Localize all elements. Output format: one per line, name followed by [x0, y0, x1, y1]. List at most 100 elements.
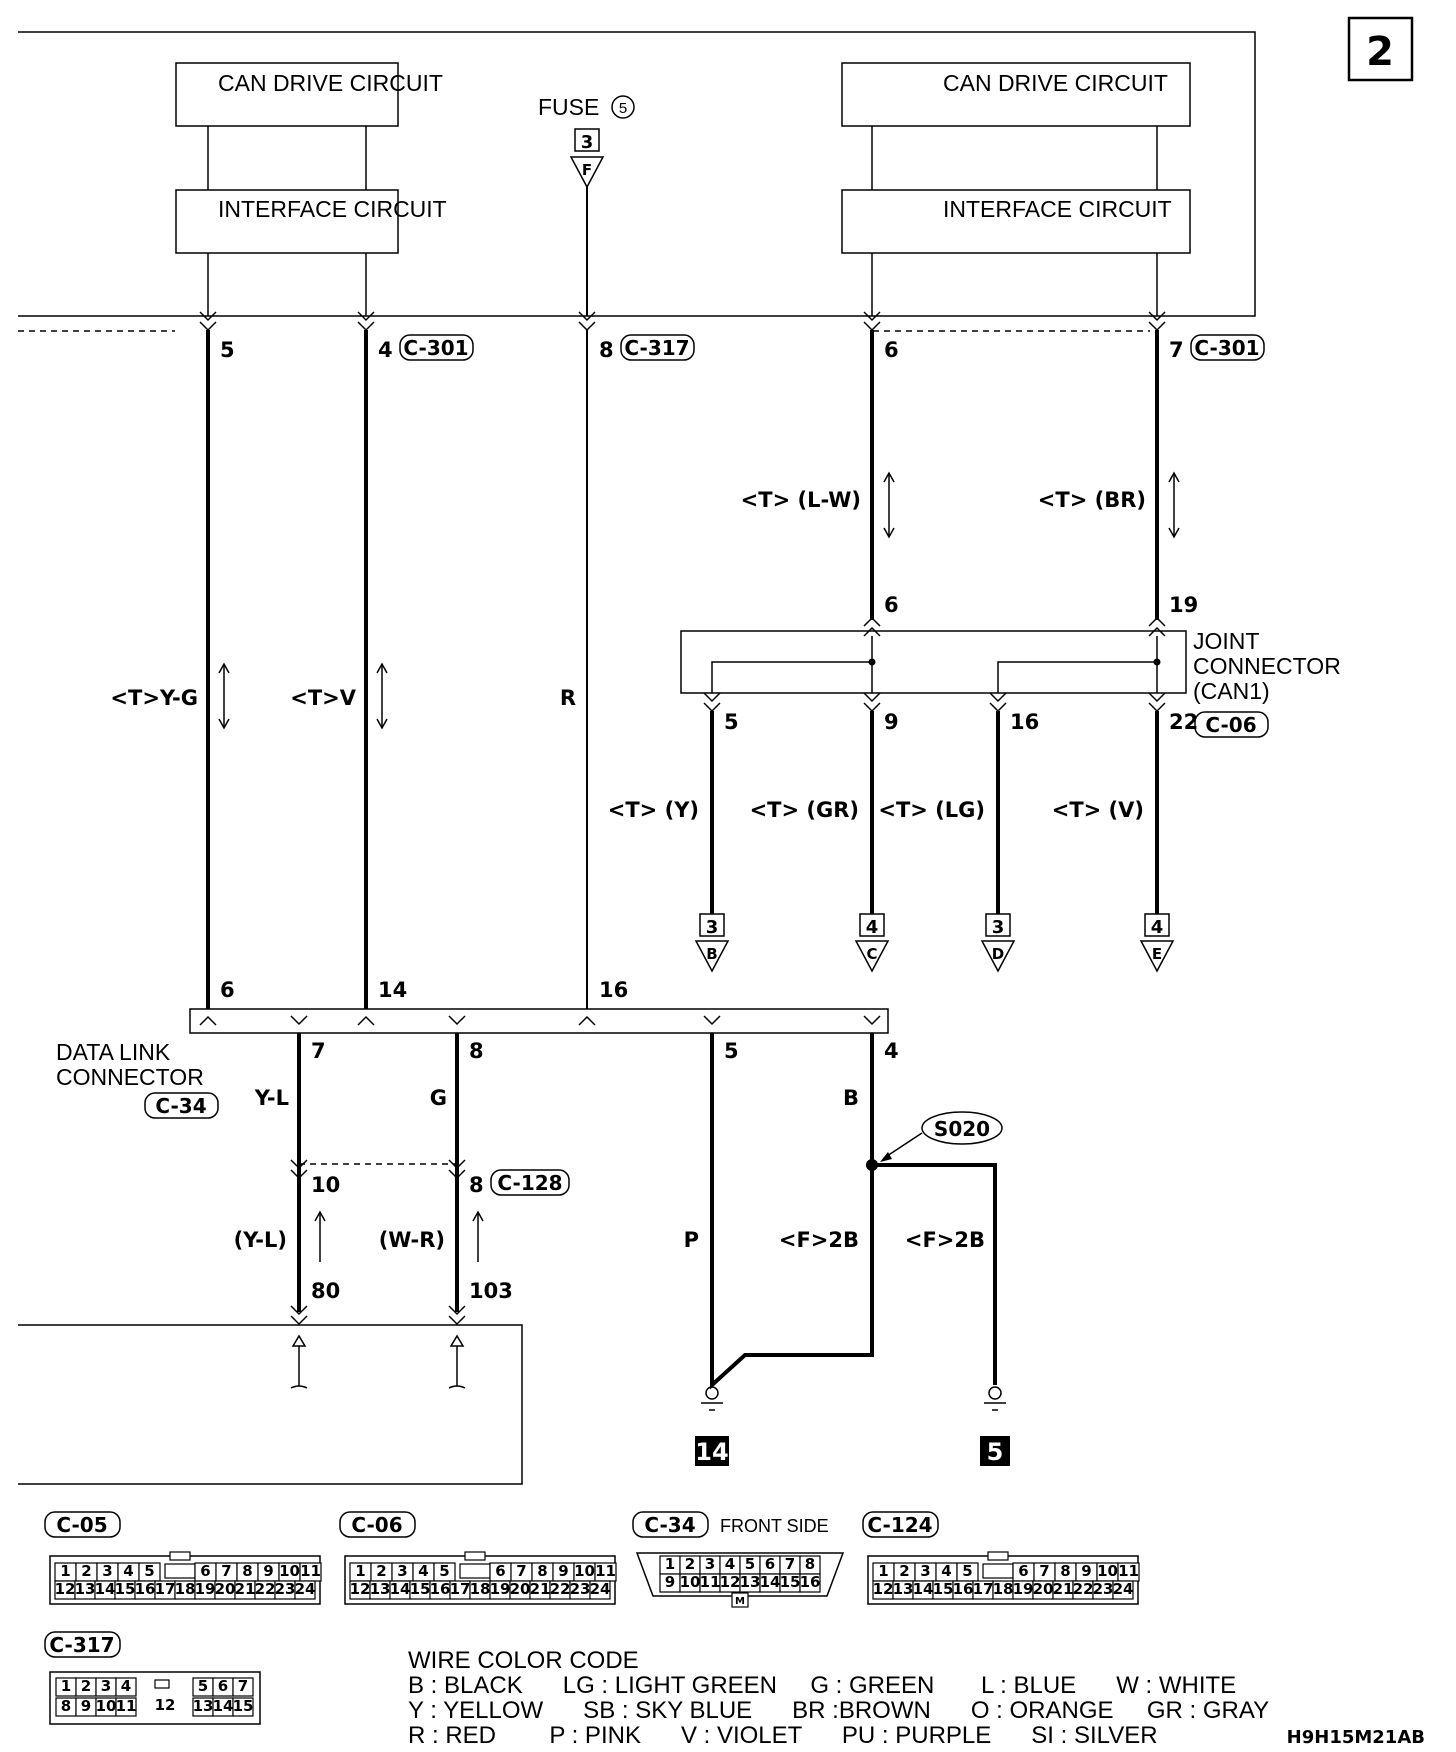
c-06-face-top-pin: 8	[537, 1562, 547, 1580]
wire-label-br: <T> (BR)	[1038, 488, 1146, 512]
c-317-face-top-left-pin: 1	[61, 1677, 71, 1695]
c-06-face-top-pin: 9	[558, 1562, 568, 1580]
c-06-title: C-06	[351, 1513, 402, 1537]
joint-pin-19: 19	[1169, 593, 1198, 617]
c-06-face-bottom-pin: 15	[410, 1580, 431, 1598]
splice-leader-arrow	[880, 1152, 892, 1162]
can-drive-circuit-right-label: CAN DRIVE CIRCUIT	[943, 70, 1168, 96]
c-124-face-bottom-pin: 19	[1013, 1580, 1034, 1598]
c-301-label-right: C-301	[1194, 336, 1259, 360]
dlc-pin-7: 7	[311, 1039, 326, 1063]
c-34-face-bottom-pin: 14	[760, 1573, 781, 1591]
ground-symbol	[701, 1386, 1006, 1411]
joint-lower-terminals	[703, 692, 1166, 713]
joint-pin-6: 6	[884, 593, 899, 617]
c-317-face-top-right-pin: 7	[238, 1677, 248, 1695]
c-06-face-top-pin: 3	[397, 1562, 407, 1580]
c-05-face-bottom-pin: 17	[155, 1580, 176, 1598]
c-317-face-top-right-pin: 6	[218, 1677, 228, 1695]
c-05-face-top-pin: 4	[123, 1562, 133, 1580]
wire-label-y-g: <T>Y-G	[110, 686, 198, 710]
c-124-face-top-pin: 3	[920, 1562, 930, 1580]
ref-c	[854, 913, 890, 973]
pin-4: 4	[378, 338, 393, 362]
ref-e-number: 4	[1151, 917, 1164, 938]
ref-c-number: 4	[866, 917, 879, 938]
c-128-pin-8: 8	[469, 1173, 484, 1197]
c-34-face-outline	[635, 1552, 845, 1597]
c-34-title-oval	[632, 1511, 709, 1538]
joint-label-3: (CAN1)	[1193, 678, 1270, 704]
wire-label-w-r: (W-R)	[379, 1228, 445, 1252]
pin-6: 6	[884, 338, 899, 362]
c-124-title: C-124	[867, 1513, 932, 1537]
ref-e	[1139, 913, 1175, 973]
wire-p-b-loop	[710, 1033, 874, 1390]
interface-circuit-left	[175, 189, 399, 254]
c-05-face-bottom-pin: 18	[175, 1580, 196, 1598]
c-06-face-bottom-pin: 20	[510, 1580, 531, 1598]
color-code-line-3: R : RED P : PINK V : VIOLET PU : PURPLE …	[408, 1722, 1158, 1749]
c-124-face-bottom-cell	[1112, 1580, 1134, 1600]
joint-node	[1153, 658, 1161, 666]
c-05-face-bottom-pin: 15	[115, 1580, 136, 1598]
pin-103: 103	[469, 1279, 513, 1303]
c-06-face-bottom-pin: 19	[490, 1580, 511, 1598]
fuse-ref-number: 3	[581, 132, 594, 153]
c-05-face-top-pin: 9	[263, 1562, 273, 1580]
c-06-face-top-pin: 10	[574, 1562, 595, 1580]
wire-label-tv: <T> (V)	[1052, 798, 1144, 822]
fuse-ref-letter: F	[582, 161, 592, 179]
ecu-terminal-arrows	[199, 311, 1166, 332]
c-34-face-top-pin: 7	[785, 1555, 795, 1573]
c-301-oval-left	[399, 334, 474, 361]
c-06-face-latch	[459, 1563, 491, 1579]
c-05-face-top-pin: 10	[279, 1562, 300, 1580]
c-128-oval	[490, 1169, 570, 1196]
can-drive-circuit-left	[175, 62, 399, 127]
ref-e-letter: E	[1152, 945, 1162, 963]
c-124-face-top-pin: 4	[941, 1562, 951, 1580]
c-05-face-latch	[164, 1563, 196, 1579]
ref-c-letter: C	[866, 945, 877, 963]
wire-label-l-w: <T> (L-W)	[741, 488, 861, 512]
joint-pin-22: 22	[1169, 710, 1198, 734]
c-05-face-bottom-pin: 16	[135, 1580, 156, 1598]
wire-label-y-l: Y-L	[254, 1086, 289, 1110]
c-06-oval	[1194, 711, 1269, 738]
c-124-face-bottom-pin: 12	[873, 1580, 894, 1598]
c-06-face-bottom-pin: 22	[550, 1580, 571, 1598]
fuse-ref-triangle	[569, 156, 605, 189]
c-317-face-top-right-cell	[232, 1677, 254, 1697]
fuse-number-circle	[611, 95, 635, 119]
fuse-number: 5	[619, 100, 627, 117]
c-124-face-bottom-pin: 15	[933, 1580, 954, 1598]
c-317-face-key	[154, 1679, 170, 1689]
c-06-face-bottom-pin: 18	[470, 1580, 491, 1598]
c-317-face-pin-12: 12	[155, 1696, 176, 1714]
c-317-face-bottom-left-cell	[115, 1697, 137, 1717]
c-06-title-oval	[339, 1511, 416, 1538]
c-317-title-oval	[44, 1631, 121, 1658]
c-05-face-top-pin: 7	[221, 1562, 231, 1580]
ref-b-letter: B	[706, 945, 717, 963]
c-128-pin-10: 10	[311, 1173, 340, 1197]
c-34-face-top-pin: 2	[685, 1555, 695, 1573]
can-drive-circuit-left-label: CAN DRIVE CIRCUIT	[218, 70, 443, 96]
c-34-front-side: FRONT SIDE	[720, 1516, 829, 1536]
wire-label-lg: <T> (LG)	[878, 798, 985, 822]
c-34-face-top-pin: 8	[805, 1555, 815, 1573]
c-34-face-bottom-pin: 9	[665, 1573, 675, 1591]
c-34-face-top-pin: 5	[745, 1555, 755, 1573]
page-number: 2	[1366, 29, 1394, 75]
splice-label: S020	[934, 1117, 990, 1141]
can-drive-circuit-right	[841, 62, 1191, 127]
ref-b-number: 3	[706, 917, 719, 938]
c-124-face-bottom-pin: 16	[953, 1580, 974, 1598]
joint-internal-bus	[711, 636, 1158, 693]
wire-label-f2b-2: <F>2B	[905, 1228, 985, 1252]
c-34-face-m-box	[731, 1592, 749, 1608]
c-06-face-bottom-pin: 12	[350, 1580, 371, 1598]
